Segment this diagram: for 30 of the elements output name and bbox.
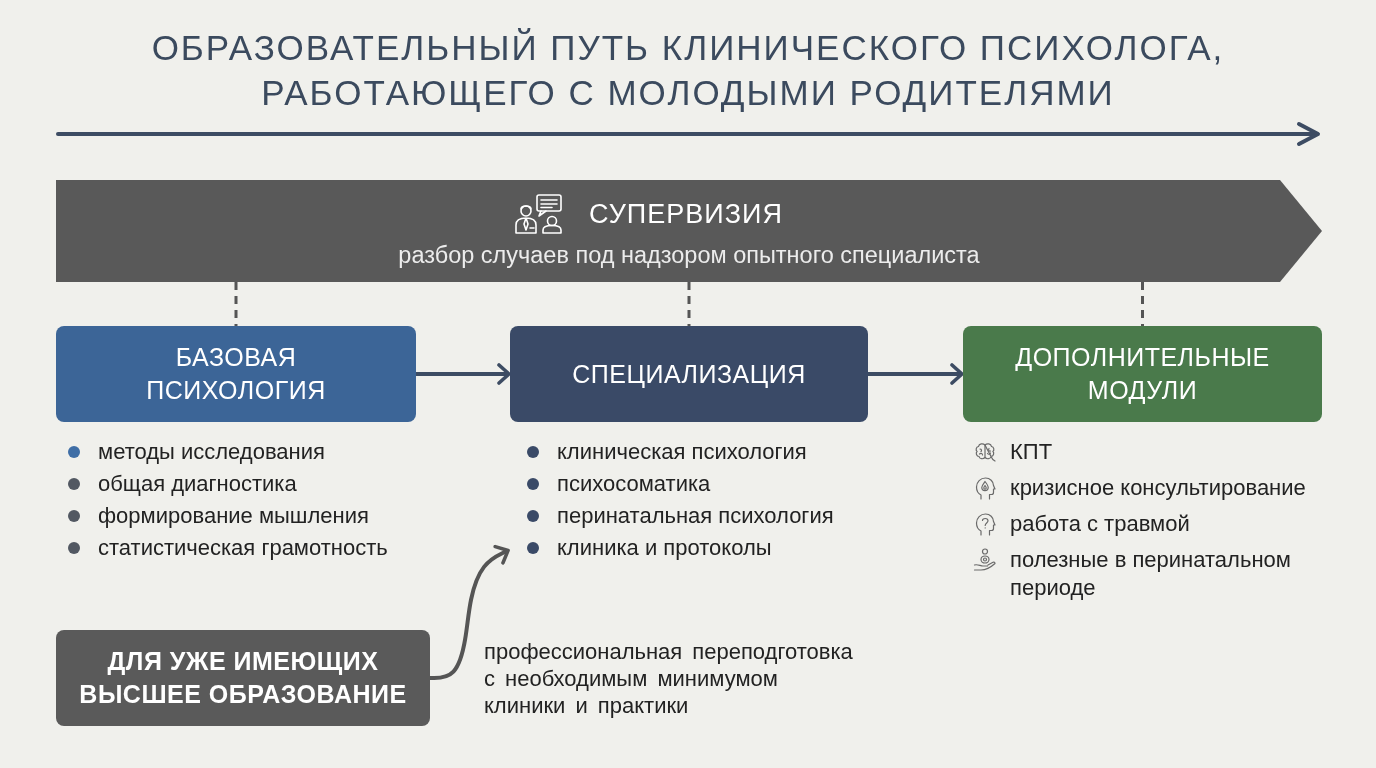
supervision-banner xyxy=(56,180,1322,282)
list-item-text: кризисное консультирование xyxy=(1010,474,1306,502)
dashed-connector xyxy=(1141,282,1144,326)
stage-title: ДОПОЛНИТЕЛЬНЫЕ МОДУЛИ xyxy=(1014,342,1271,406)
stage-box xyxy=(510,326,868,422)
arrow xyxy=(416,363,511,385)
list-item-text: методы исследования xyxy=(98,438,325,466)
stage-title: ДЛЯ УЖЕ ИМЕЮЩИХ ВЫСШЕЕ ОБРАЗОВАНИЕ xyxy=(78,646,408,710)
list-item-text: полезные в перинатальном периоде xyxy=(1010,546,1292,602)
banner-title: СУПЕРВИЗИЯ xyxy=(589,198,783,231)
list-item-text: работа с травмой xyxy=(1010,510,1190,538)
list-item-text: общая диагностика xyxy=(98,470,297,498)
list-item-text: клиника и протоколы xyxy=(557,534,772,562)
diagram-title: ОБРАЗОВАТЕЛЬНЫЙ ПУТЬ КЛИНИЧЕСКОГО ПСИХОЛОГА, РАБОТАЮЩЕГО С МОЛОДЫМИ РОДИТЕЛЯМИ xyxy=(150,27,1226,114)
stage-box xyxy=(56,326,416,422)
list-item-text: КПТ xyxy=(1010,438,1053,466)
banner-subtitle: разбор случаев под надзором опытного специалиста xyxy=(398,241,980,270)
dashed-connector xyxy=(234,282,238,326)
list-item-text: психосоматика xyxy=(557,470,711,498)
stage-title: СПЕЦИАЛИЗАЦИЯ xyxy=(572,358,806,390)
stage-title: БАЗОВАЯ ПСИХОЛОГИЯ xyxy=(145,342,327,406)
list-item-text: клиническая психология xyxy=(557,438,807,466)
stage-box xyxy=(963,326,1322,422)
arrow xyxy=(868,363,964,385)
list-item-text: формирование мышления xyxy=(98,502,369,530)
entry-box xyxy=(56,630,430,726)
list-item-text: статистическая грамотность xyxy=(98,534,388,562)
list-item-text: перинатальная психология xyxy=(557,502,834,530)
arrow xyxy=(430,544,510,680)
dashed-connector xyxy=(687,282,691,326)
